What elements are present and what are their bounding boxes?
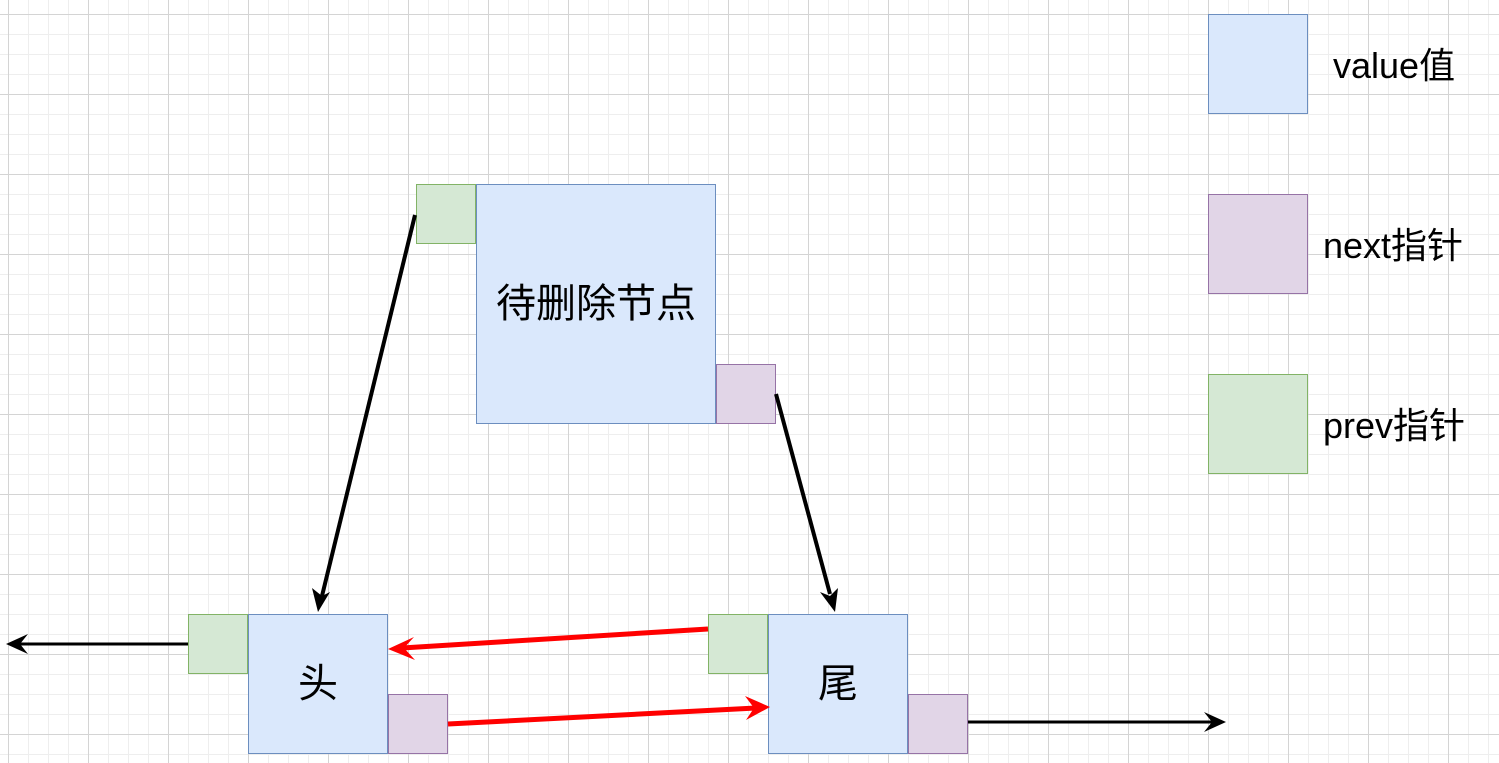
tail-next-outgoing-arrow — [968, 712, 1226, 732]
legend-prev-swatch — [1208, 374, 1308, 474]
head-node-value: 头 — [248, 614, 388, 754]
head-node-label: 头 — [298, 661, 338, 707]
head-prev-outgoing-arrowhead — [6, 634, 28, 654]
deleted-prev-to-head-arrowhead — [312, 588, 330, 612]
head-prev-outgoing-arrow — [6, 634, 188, 654]
head-next-to-tail-red-arrow — [447, 696, 770, 727]
tail-prev-to-head-red-arrow — [388, 626, 709, 660]
deleted-node-next-pointer — [716, 364, 776, 424]
legend-value-label: value值 — [1333, 45, 1456, 86]
deleted-prev-to-head-arrow — [312, 214, 417, 612]
legend-value-swatch — [1208, 14, 1308, 114]
head-node-next-pointer — [388, 694, 448, 754]
legend-next-label: next指针 — [1323, 225, 1464, 266]
tail-node-label: 尾 — [818, 661, 858, 707]
deleted-node-value: 待删除节点 — [476, 184, 716, 424]
tail-node-prev-pointer — [708, 614, 768, 674]
legend-next-swatch — [1208, 194, 1308, 294]
tail-node-value: 尾 — [768, 614, 908, 754]
head-next-to-tail-red-arrowhead — [745, 696, 770, 720]
deleted-node-prev-pointer — [416, 184, 476, 244]
deleted-next-to-tail-arrowhead — [820, 588, 838, 612]
deleted-next-to-tail-arrow — [774, 393, 838, 612]
tail-node-next-pointer — [908, 694, 968, 754]
head-node-prev-pointer — [188, 614, 248, 674]
tail-prev-to-head-red-arrowhead — [388, 637, 415, 660]
tail-next-outgoing-arrowhead — [1204, 712, 1226, 732]
deleted-node-label: 待删除节点 — [496, 281, 696, 327]
legend-prev-label: prev指针 — [1323, 405, 1466, 446]
